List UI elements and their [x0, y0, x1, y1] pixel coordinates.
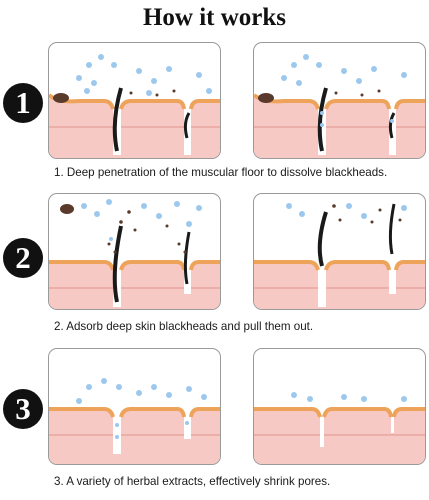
- step-2-number-badge: 2: [3, 238, 43, 278]
- step-2-caption: 2. Adsorb deep skin blackheads and pull …: [54, 320, 314, 333]
- skin-pore-illustration: [49, 378, 220, 464]
- step-3-caption: 3. A variety of herbal extracts, effecti…: [54, 475, 331, 488]
- step-2-before-panel: [48, 193, 221, 310]
- step-3-after-panel: [253, 348, 426, 465]
- step-3-before-panel: [48, 348, 221, 465]
- step-1-number-badge: 1: [3, 83, 43, 123]
- skin-pore-illustration: [254, 54, 425, 158]
- step-1-caption: 1. Deep penetration of the muscular floo…: [54, 166, 388, 179]
- step-1-before-panel: [48, 42, 221, 159]
- step-1-after-panel: [253, 42, 426, 159]
- step-3-number-badge: 3: [3, 389, 43, 429]
- page-title: How it works: [142, 4, 287, 31]
- skin-pore-illustration: [254, 392, 425, 464]
- skin-pore-illustration: [254, 203, 425, 309]
- step-2-after-panel: [253, 193, 426, 310]
- skin-pore-illustration: [49, 54, 220, 158]
- skin-pore-illustration: [49, 199, 220, 309]
